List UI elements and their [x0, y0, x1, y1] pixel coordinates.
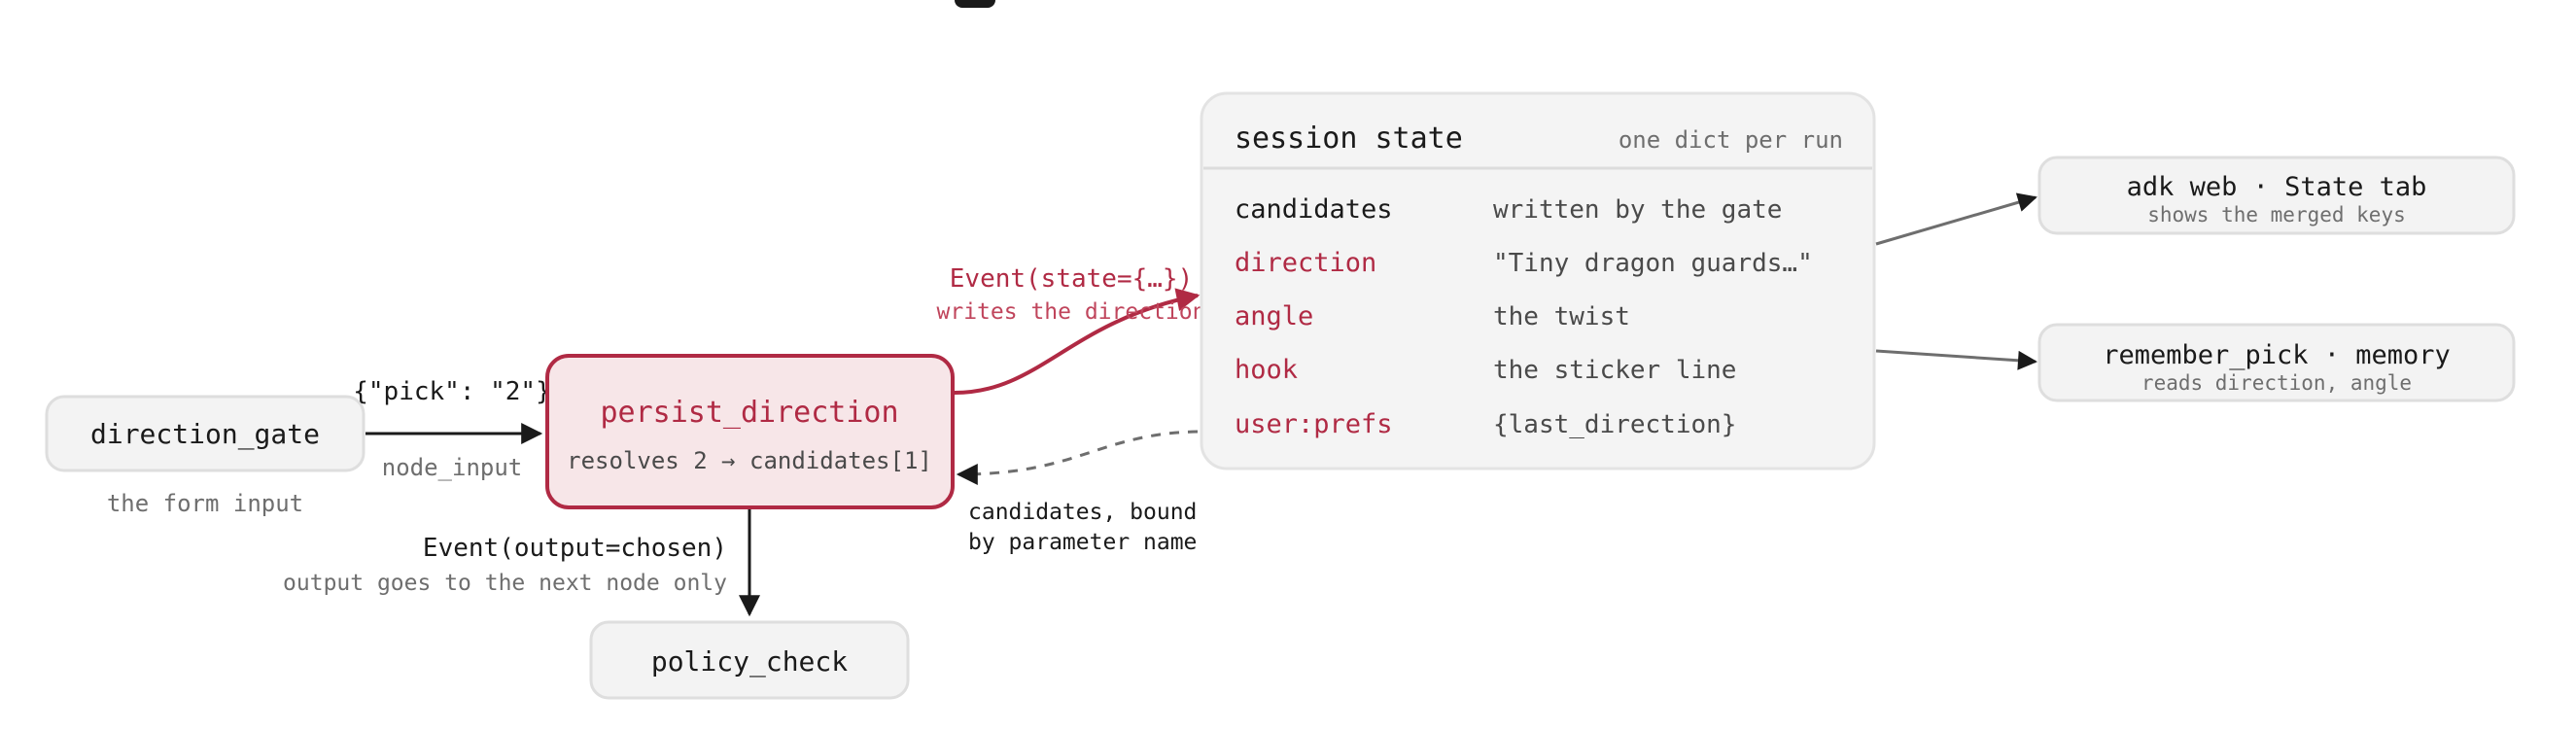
state-value: {last_direction}: [1493, 410, 1736, 439]
adk-web-sub: shows the merged keys: [2147, 203, 2406, 226]
direction-gate-caption: the form input: [107, 490, 303, 517]
state-value: "Tiny dragon guards…": [1493, 249, 1813, 278]
adk-web-state-tab-node[interactable]: adk web · State tab shows the merged key…: [2037, 156, 2516, 235]
state-key-candidates: candidates: [1235, 194, 1393, 225]
edge-state-to-persist: [956, 430, 1199, 485]
state-value: the twist: [1493, 302, 1630, 331]
edge-state-to-persist-line1: candidates, bound: [968, 500, 1197, 525]
edge-persist-to-state-sub: writes the direction: [937, 299, 1206, 325]
direction-gate-box: [45, 395, 366, 472]
session-state-box: [1200, 91, 1876, 470]
edge-state-to-remember-pick: [1875, 349, 2037, 370]
session-state-panel: session state one dict per run candidate…: [1200, 91, 1876, 470]
state-key-user-prefs: user:prefs: [1235, 409, 1393, 439]
state-key-hook: hook: [1235, 355, 1298, 385]
state-row: direction "Tiny dragon guards…": [1235, 248, 1813, 278]
edge-gate-to-persist-payload: {"pick": "2"}: [353, 377, 551, 406]
adk-web-box: [2037, 156, 2516, 235]
remember-pick-sub: reads direction, angle: [2141, 371, 2412, 395]
persist-direction-label: persist_direction: [600, 396, 898, 430]
direction-gate-label: direction_gate: [90, 418, 320, 451]
session-state-note: one dict per run: [1619, 126, 1843, 154]
state-value: written by the gate: [1493, 195, 1782, 225]
persist-direction-node[interactable]: persist_direction resolves 2 → candidate…: [545, 354, 955, 509]
state-key-angle: angle: [1235, 301, 1313, 331]
edge-persist-to-state-label: Event(state={…}): [950, 264, 1193, 294]
edge-state-to-adk-web: [1875, 192, 2037, 246]
state-row: hook the sticker line: [1235, 355, 1736, 385]
edge-persist-to-policy-sub: output goes to the next node only: [283, 571, 727, 596]
edge-persist-to-state: [954, 288, 1201, 395]
state-key-direction: direction: [1235, 248, 1376, 278]
edge-persist-to-policy-label: Event(output=chosen): [423, 534, 727, 563]
remember-pick-title: remember_pick · memory: [2103, 340, 2451, 370]
state-row: user:prefs {last_direction}: [1235, 409, 1736, 439]
adk-web-title: adk web · State tab: [2127, 172, 2427, 202]
policy-check-box: [589, 620, 910, 700]
cropped-mark: [955, 0, 995, 8]
state-row: candidates written by the gate: [1235, 194, 1782, 225]
policy-check-node[interactable]: policy_check: [589, 620, 910, 700]
session-state-title: session state: [1235, 122, 1463, 156]
policy-check-label: policy_check: [651, 645, 848, 679]
persist-direction-box: [545, 354, 955, 509]
persist-direction-detail: resolves 2 → candidates[1]: [567, 447, 932, 474]
edge-gate-to-persist-label: node_input: [382, 454, 523, 481]
edge-state-to-persist-line2: by parameter name: [968, 530, 1197, 555]
remember-pick-box: [2037, 323, 2516, 402]
remember-pick-memory-node[interactable]: remember_pick · memory reads direction, …: [2037, 323, 2516, 402]
state-row: angle the twist: [1235, 301, 1630, 331]
state-value: the sticker line: [1493, 356, 1736, 385]
direction-gate-node[interactable]: direction_gate: [45, 395, 366, 472]
